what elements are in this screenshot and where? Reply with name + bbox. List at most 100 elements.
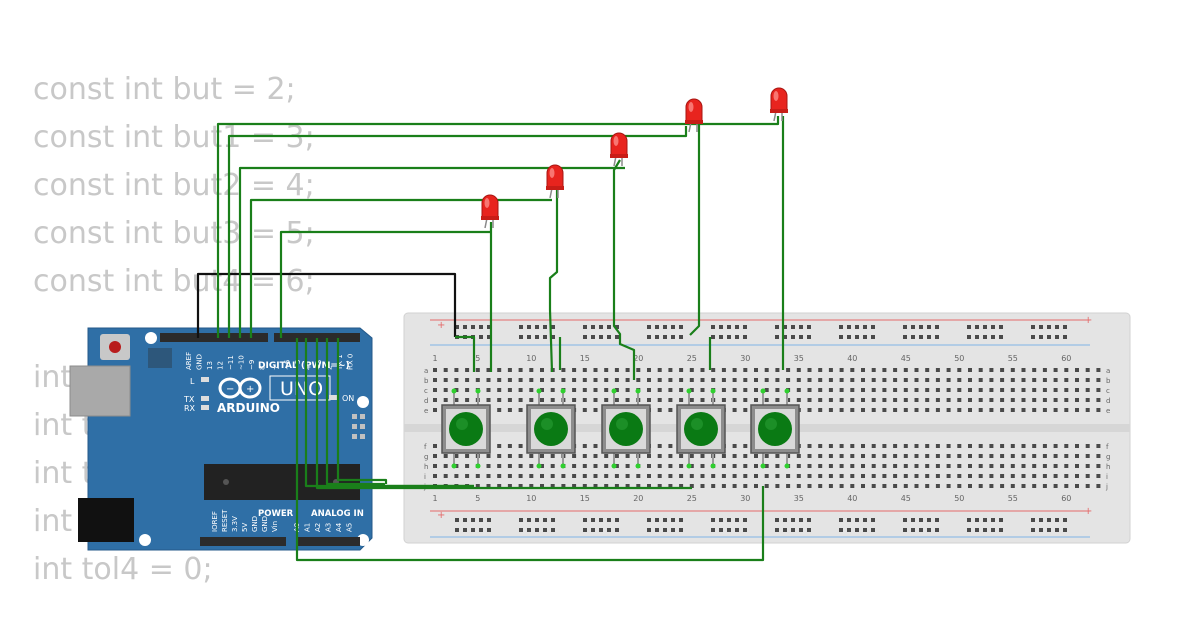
row-letter: g [424, 453, 428, 461]
arduino-pin-label: ~6 [284, 359, 292, 370]
column-number: 25 [687, 494, 697, 503]
usb-port [69, 365, 131, 417]
wire [196, 272, 457, 338]
arduino-pin-label: GND [251, 516, 259, 532]
arduino-pin-label: A3 [325, 523, 333, 532]
wire [295, 338, 765, 562]
wire [612, 159, 636, 380]
wire [216, 122, 692, 338]
row-letter: c [1106, 387, 1110, 395]
arduino-pin-label: ~11 [227, 355, 235, 370]
row-letter: d [424, 397, 428, 405]
wires [196, 116, 785, 562]
column-number: 50 [954, 354, 964, 363]
wire [455, 335, 476, 372]
wire [336, 338, 388, 484]
plus-rail-label: + [437, 320, 445, 331]
arduino-pin-label: ~9 [248, 360, 256, 370]
on-led-label: ON [342, 394, 354, 403]
column-number: 30 [740, 494, 750, 503]
column-number: 1 [432, 354, 437, 363]
header-top-left [160, 333, 268, 342]
arduino-brand: ARDUINO [217, 401, 280, 415]
wire [238, 166, 625, 338]
arduino-pin-label: RX 0 [347, 354, 355, 370]
row-letter: f [424, 443, 427, 451]
column-number: 1 [432, 494, 437, 503]
analog-label: ANALOG IN [311, 509, 364, 519]
column-number: 45 [901, 494, 911, 503]
mount-hole [139, 534, 151, 546]
column-number: 60 [1061, 494, 1071, 503]
led [481, 194, 499, 229]
pushbutton [441, 388, 491, 469]
led-tx-label: TX [183, 395, 195, 404]
row-letter: c [424, 387, 428, 395]
column-number: 35 [794, 494, 804, 503]
row-letter: h [1106, 463, 1110, 471]
row-letter: a [1106, 367, 1110, 375]
wire [689, 124, 701, 336]
pushbuttons [441, 388, 800, 469]
arduino-pin-label: A5 [346, 523, 354, 532]
leds [481, 87, 788, 229]
column-number: 15 [580, 354, 590, 363]
arduino-pin-label: GND [261, 516, 269, 532]
column-number: 60 [1061, 354, 1071, 363]
arduino-pin-label: TX 1 [336, 354, 344, 371]
row-letter: i [1106, 473, 1108, 481]
led-rx-label: RX [184, 404, 196, 413]
arduino-pin-label: ~3 [315, 360, 323, 370]
pushbutton [601, 388, 651, 469]
power-label: POWER [258, 509, 294, 519]
arduino-pin-label: 12 [217, 361, 225, 370]
led [610, 132, 628, 167]
code-line: const int but = 2; [33, 72, 296, 107]
row-letter: e [424, 407, 428, 415]
arduino-pin-label: RESET [221, 509, 229, 532]
pushbutton [750, 388, 800, 469]
arduino-pin-label: IOREF [211, 511, 219, 532]
led-l-label: L [190, 377, 195, 386]
mount-hole [145, 332, 157, 344]
code-line: const int but1 = 3; [33, 120, 315, 155]
arduino-pin-label: AREF [185, 352, 193, 370]
column-number: 20 [633, 354, 643, 363]
arduino-pin-label: A2 [314, 523, 322, 532]
digital-label: DIGITAL (PWM=~) [258, 361, 350, 371]
column-number: 55 [1008, 354, 1018, 363]
column-number: 40 [847, 354, 857, 363]
column-number: 45 [901, 354, 911, 363]
column-number: 15 [580, 494, 590, 503]
infinity-logo: − + [218, 377, 262, 399]
arduino-pin-label: Vin [271, 521, 279, 532]
row-letter: b [1106, 377, 1111, 385]
column-number: 10 [526, 354, 536, 363]
row-letter: g [1106, 453, 1110, 461]
arduino-pin-label: A4 [335, 522, 343, 532]
row-letter: d [1106, 397, 1110, 405]
led [770, 87, 788, 122]
arduino-pin-label: 8 [259, 366, 267, 370]
code-line: int [33, 504, 73, 539]
row-letter: f [1106, 443, 1109, 451]
column-number: 40 [847, 494, 857, 503]
svg-text:+: + [246, 384, 254, 395]
plus-rail-label-right: + [1084, 315, 1092, 326]
row-letter: j [1105, 483, 1108, 491]
arduino-pin-label: 4 [305, 365, 313, 370]
column-number: 10 [526, 494, 536, 503]
plus-rail-label-bottom-right: + [1084, 506, 1092, 517]
pushbutton [526, 388, 576, 469]
header-power [200, 537, 286, 546]
pushbutton [676, 388, 726, 469]
code-line: int [33, 360, 73, 395]
column-number: 50 [954, 494, 964, 503]
column-number: 30 [740, 354, 750, 363]
row-letter: e [1106, 407, 1110, 415]
column-number: 20 [633, 494, 643, 503]
led [685, 98, 703, 133]
header-analog [296, 537, 360, 546]
